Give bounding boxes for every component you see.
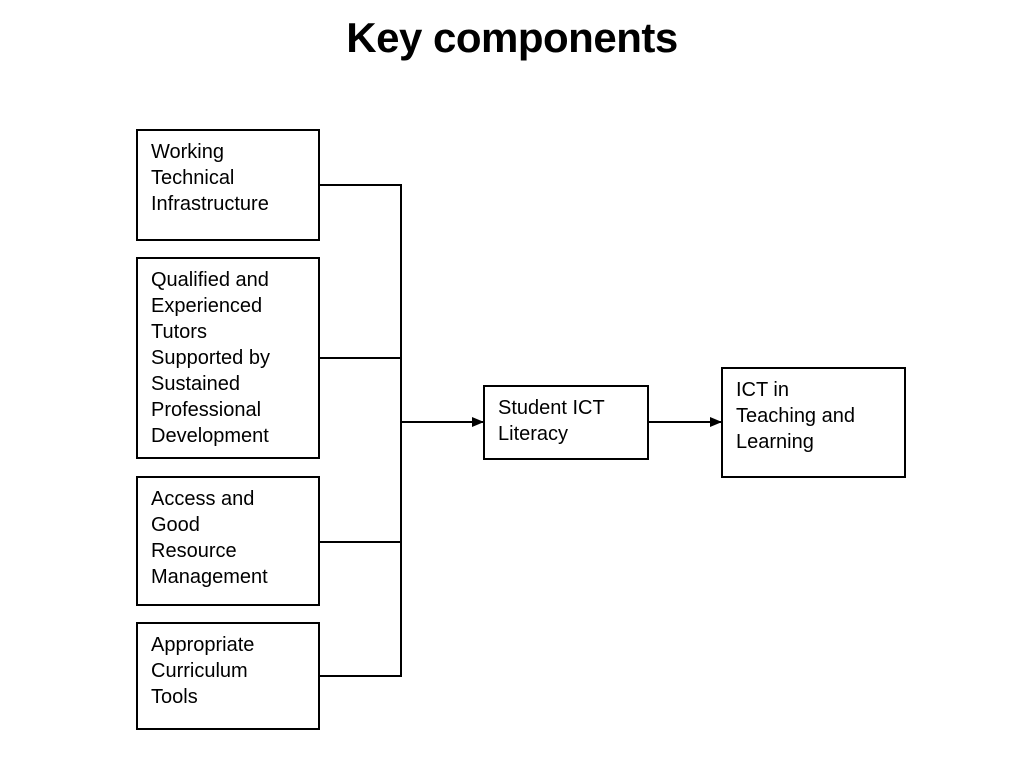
node-student-ict-literacy: Student ICT Literacy — [483, 385, 649, 460]
node-working-technical-infrastructure: Working Technical Infrastructure — [136, 129, 320, 241]
node-qualified-tutors: Qualified and Experienced Tutors Support… — [136, 257, 320, 459]
node-ict-teaching-learning: ICT in Teaching and Learning — [721, 367, 906, 478]
slide-title: Key components — [346, 14, 678, 61]
node-access-resource-management: Access and Good Resource Management — [136, 476, 320, 606]
node-appropriate-curriculum-tools: Appropriate Curriculum Tools — [136, 622, 320, 730]
